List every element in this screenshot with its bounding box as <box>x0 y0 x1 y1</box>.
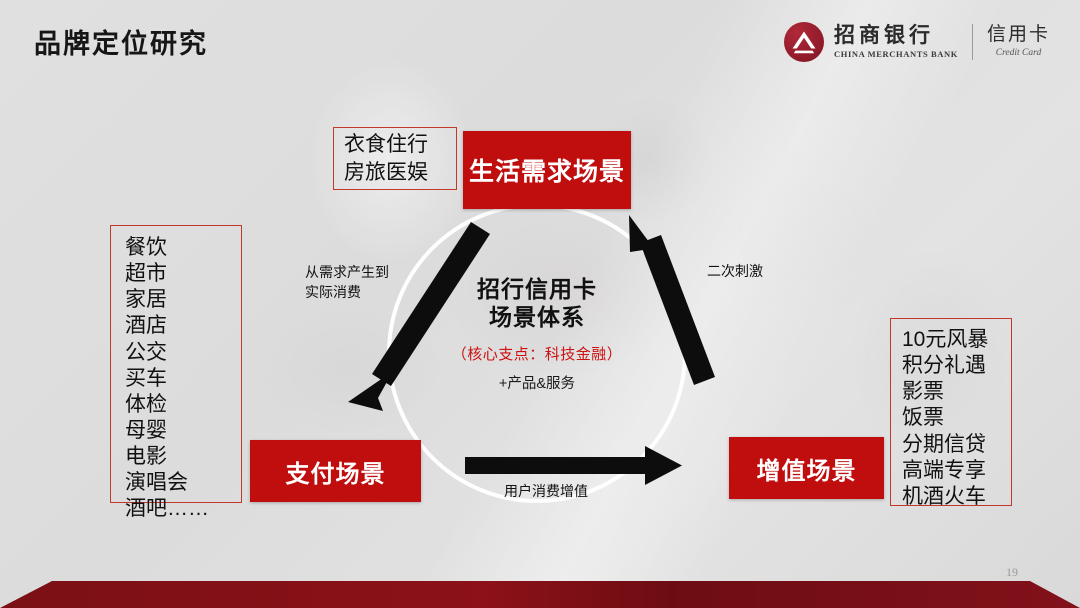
center-label: 招行信用卡 场景体系 （核心支点：科技金融） +产品&服务 <box>422 275 652 394</box>
list-item: 酒店 <box>125 314 167 338</box>
logo-bank-name: 招商银行 CHINA MERCHANTS BANK <box>834 25 958 59</box>
node-payment-scenario[interactable]: 支付场景 <box>250 440 421 502</box>
list-item: 高端专享 <box>902 458 986 482</box>
page-number: 19 <box>1006 565 1018 579</box>
needs-line-1: 衣食住行 <box>344 132 428 156</box>
logo-product-name-cn: 信用卡 <box>986 24 1050 46</box>
list-item: 机酒火车 <box>902 484 986 508</box>
left-scenario-list: 餐饮超市家居酒店公交买车体检母婴电影演唱会酒吧…… <box>110 225 242 520</box>
list-item: 影票 <box>902 380 944 404</box>
list-item: 买车 <box>125 366 167 390</box>
list-item: 母婴 <box>125 418 167 442</box>
list-item: 体检 <box>125 392 167 416</box>
center-products-services: +产品&服务 <box>498 376 576 393</box>
footer-band <box>0 581 1080 608</box>
arrow-label-value-to-life: 二次刺激 <box>707 263 763 279</box>
arrow-label-pay-to-value: 用户消费增值 <box>504 483 588 499</box>
list-item: 饭票 <box>902 406 944 430</box>
center-title-line-2: 场景体系 <box>489 304 585 331</box>
center-title-line-1: 招行信用卡 <box>477 276 597 302</box>
china-merchants-bank-logo-mark <box>784 22 825 62</box>
list-item: 酒吧…… <box>125 497 209 521</box>
logo-product-name-en: Credit Card <box>995 48 1042 59</box>
brand-logo: 招商银行 CHINA MERCHANTS BANK 信用卡 Credit Car… <box>784 22 1050 62</box>
needs-categories-box: 衣食住行 房旅医娱 <box>333 127 457 190</box>
list-item: 超市 <box>125 262 167 286</box>
list-item: 公交 <box>125 340 167 364</box>
needs-line-2: 房旅医娱 <box>344 160 428 184</box>
arrow-label-demand-to-pay: 从需求产生到 实际消费 <box>305 264 389 301</box>
list-item: 电影 <box>125 445 167 469</box>
list-item: 分期信贷 <box>902 432 986 456</box>
node-life-scenario[interactable]: 生活需求场景 <box>463 131 631 209</box>
logo-divider <box>971 24 973 60</box>
list-item: 演唱会 <box>125 471 188 495</box>
right-benefit-list: 10元风暴积分礼遇影票饭票分期信贷高端专享机酒火车 <box>890 318 1012 508</box>
logo-product-name: 信用卡 Credit Card <box>987 25 1050 59</box>
node-value-added-scenario[interactable]: 增值场景 <box>729 437 884 499</box>
list-item: 餐饮 <box>125 236 167 259</box>
list-item: 积分礼遇 <box>902 354 986 378</box>
list-item: 10元风暴 <box>902 328 989 351</box>
logo-bank-name-cn: 招商银行 <box>834 24 935 48</box>
logo-bank-name-en: CHINA MERCHANTS BANK <box>834 49 958 60</box>
page-title: 品牌定位研究 <box>34 29 208 59</box>
list-item: 家居 <box>125 288 167 312</box>
center-core-pillar: （核心支点：科技金融） <box>451 346 623 364</box>
